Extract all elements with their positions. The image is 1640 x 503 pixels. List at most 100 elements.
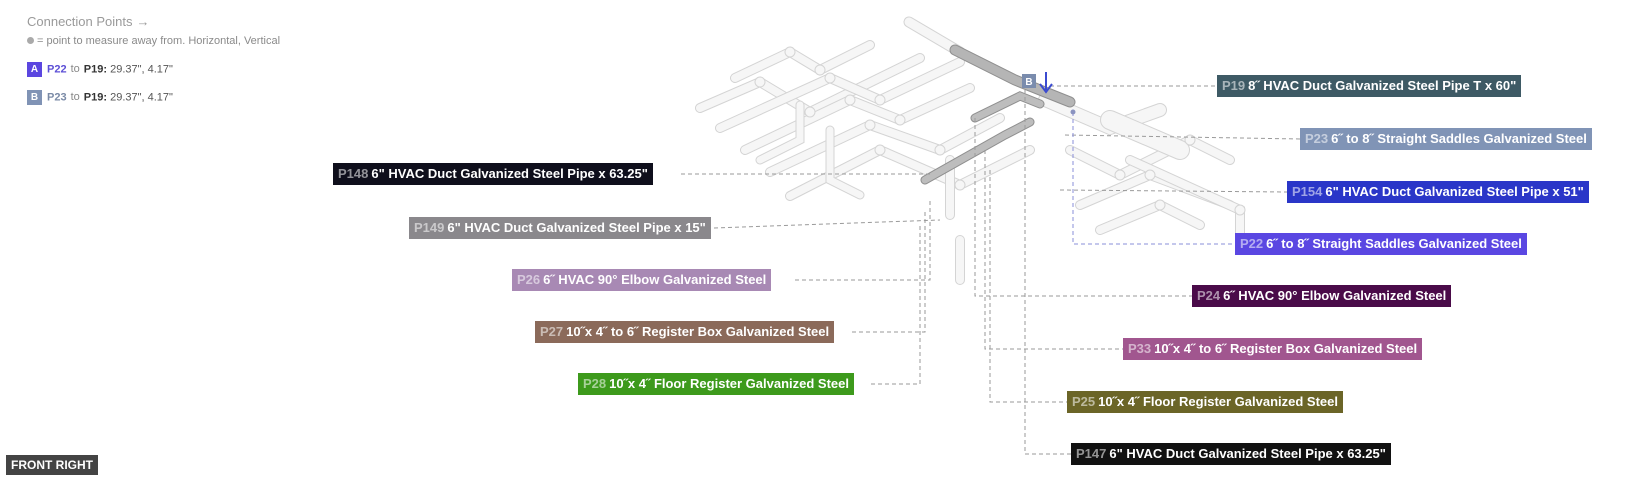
part-code: P28 bbox=[583, 376, 607, 391]
duct-segment-fill bbox=[1101, 111, 1189, 159]
leader-line bbox=[795, 200, 931, 281]
part-code: P148 bbox=[338, 166, 369, 181]
connection-points-legend: Connection Points→ = point to measure aw… bbox=[27, 14, 280, 118]
part-description: 10˝x 4˝ Floor Register Galvanized Steel bbox=[1098, 394, 1338, 409]
legend-to-b: P19: bbox=[83, 91, 108, 104]
arrow-right-icon: → bbox=[136, 14, 150, 29]
duct-joint bbox=[784, 46, 796, 58]
duct-segment-fill bbox=[756, 101, 804, 164]
duct-joint bbox=[824, 72, 836, 84]
leader-line bbox=[852, 210, 926, 333]
legend-title-text: Connection Points bbox=[27, 14, 133, 29]
duct-joint bbox=[754, 76, 766, 88]
part-code: P149 bbox=[414, 220, 445, 235]
leader-line bbox=[871, 225, 921, 385]
legend-to-a: P19: bbox=[83, 63, 108, 76]
part-description: 8˝ HVAC Duct Galvanized Steel Pipe T x 6… bbox=[1248, 78, 1517, 93]
legend-from-b: P23 bbox=[47, 91, 67, 104]
part-code: P154 bbox=[1292, 184, 1323, 199]
duct-segment-fill bbox=[921, 118, 1034, 184]
legend-to-word-a: to bbox=[70, 63, 80, 76]
part-description: 6˝ to 8˝ Straight Saddles Galvanized Ste… bbox=[1331, 131, 1587, 146]
part-code: P27 bbox=[540, 324, 564, 339]
part-description: 6˝ to 8˝ Straight Saddles Galvanized Ste… bbox=[1266, 236, 1522, 251]
part-code: P26 bbox=[517, 272, 541, 287]
part-code: P25 bbox=[1072, 394, 1096, 409]
leader-line bbox=[713, 219, 941, 229]
duct-segment-fill bbox=[716, 58, 964, 132]
duct-segment-fill bbox=[766, 114, 1004, 176]
part-description: 6˝ HVAC 90° Elbow Galvanized Steel bbox=[543, 272, 767, 287]
measure-arrow-icon bbox=[1039, 72, 1053, 94]
duct-assembly-drawing bbox=[695, 16, 1246, 285]
duct-joint bbox=[1144, 169, 1156, 181]
duct-segment-fill bbox=[731, 41, 874, 82]
leader-line bbox=[1024, 90, 1071, 455]
part-description: 10˝x 4˝ Floor Register Galvanized Steel bbox=[609, 376, 849, 391]
view-angle-badge[interactable]: FRONT RIGHT bbox=[6, 455, 98, 475]
duct-joint bbox=[1114, 169, 1126, 181]
legend-title: Connection Points→ bbox=[27, 14, 280, 29]
duct-segment-fill bbox=[971, 92, 1044, 122]
marker-b-label: B bbox=[1025, 77, 1032, 88]
legend-key-a: A bbox=[27, 62, 42, 77]
leader-line bbox=[1072, 112, 1235, 245]
duct-joint bbox=[874, 94, 886, 106]
duct-joint bbox=[874, 144, 886, 156]
connection-point-dot bbox=[1070, 109, 1076, 115]
part-description: 6˝ HVAC 90° Elbow Galvanized Steel bbox=[1223, 288, 1447, 303]
duct-joint bbox=[954, 179, 966, 191]
part-code: P33 bbox=[1128, 341, 1152, 356]
legend-from-a: P22 bbox=[47, 63, 67, 76]
part-description: 6" HVAC Duct Galvanized Steel Pipe x 63.… bbox=[1109, 446, 1386, 461]
duct-joint bbox=[1184, 134, 1196, 146]
leader-lines bbox=[681, 85, 1301, 455]
duct-joint bbox=[1234, 204, 1246, 216]
legend-value-a: 29.37", 4.17" bbox=[110, 63, 173, 76]
connection-marker-b[interactable]: B bbox=[1022, 74, 1036, 88]
legend-to-word-b: to bbox=[70, 91, 80, 104]
part-description: 6" HVAC Duct Galvanized Steel Pipe x 51" bbox=[1325, 184, 1584, 199]
part-description: 6" HVAC Duct Galvanized Steel Pipe x 63.… bbox=[371, 166, 648, 181]
part-code: P22 bbox=[1240, 236, 1264, 251]
duct-segment-fill bbox=[826, 126, 864, 199]
part-code: P147 bbox=[1076, 446, 1107, 461]
point-dot-icon bbox=[27, 37, 34, 44]
duct-joint bbox=[1154, 199, 1166, 211]
marker-b-box bbox=[1022, 74, 1036, 88]
duct-joint bbox=[934, 144, 946, 156]
leader-line bbox=[984, 150, 1123, 350]
duct-joint bbox=[844, 94, 856, 106]
leader-line bbox=[989, 170, 1067, 403]
part-code: P24 bbox=[1197, 288, 1221, 303]
duct-segment-fill bbox=[786, 145, 1034, 200]
leader-line bbox=[1059, 189, 1288, 193]
part-code: P19 bbox=[1222, 78, 1246, 93]
part-description: 10˝x 4˝ to 6˝ Register Box Galvanized St… bbox=[1154, 341, 1418, 356]
legend-key-b: B bbox=[27, 90, 42, 105]
part-code: P23 bbox=[1305, 131, 1329, 146]
legend-note-text: = point to measure away from. Horizontal… bbox=[37, 35, 281, 47]
part-description: 10˝x 4˝ to 6˝ Register Box Galvanized St… bbox=[566, 324, 830, 339]
duct-segment-fill bbox=[950, 45, 1075, 107]
duct-segment-fill bbox=[1096, 200, 1204, 234]
duct-joint bbox=[864, 119, 876, 131]
legend-note: = point to measure away from. Horizontal… bbox=[27, 35, 280, 47]
duct-joint bbox=[804, 106, 816, 118]
legend-value-b: 29.37", 4.17" bbox=[110, 91, 173, 104]
